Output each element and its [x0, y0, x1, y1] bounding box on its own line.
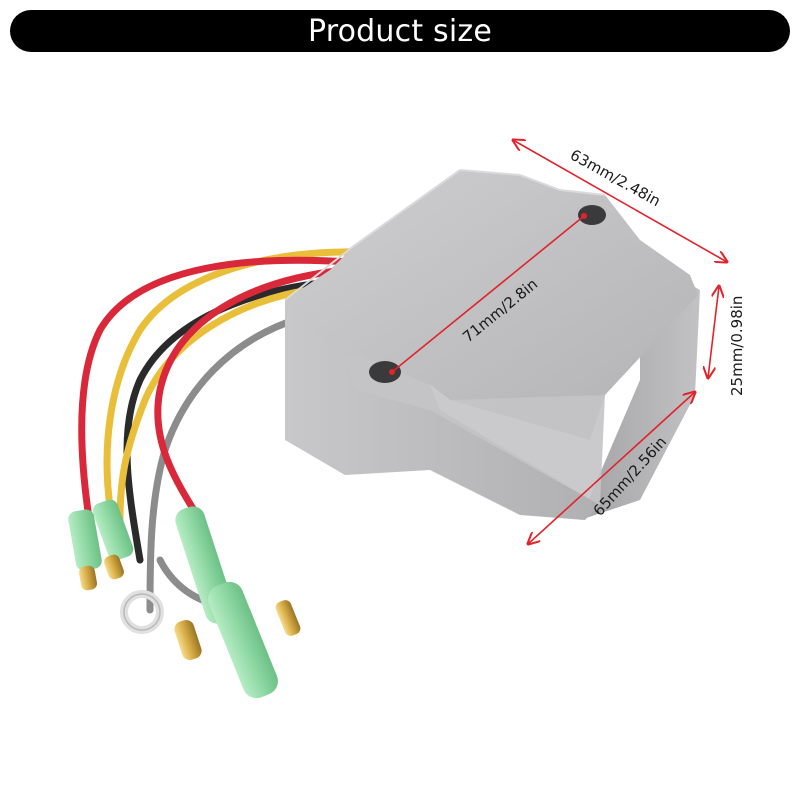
dimension-line-top [513, 140, 727, 262]
wire-red-2 [154, 266, 349, 524]
sleeve-connector-2 [208, 581, 301, 699]
wire-red-1 [78, 256, 354, 529]
dimension-line-height [708, 286, 719, 378]
bullet-terminal-2 [68, 509, 102, 591]
wire-black [123, 278, 334, 564]
dimension-label-height: 25mm/0.98in [728, 296, 746, 396]
wire-yellow-1 [103, 248, 364, 524]
page-title: Product size [307, 13, 492, 49]
mounting-hole-bottom [369, 361, 401, 383]
bullet-terminal-1 [92, 499, 134, 580]
title-bar: Product size [10, 10, 790, 52]
wire-yellow-2 [116, 286, 314, 524]
dimension-line-diagonal [391, 215, 585, 373]
connectors [68, 499, 301, 699]
dimension-line-side [528, 392, 695, 544]
ring-terminal [120, 590, 164, 634]
